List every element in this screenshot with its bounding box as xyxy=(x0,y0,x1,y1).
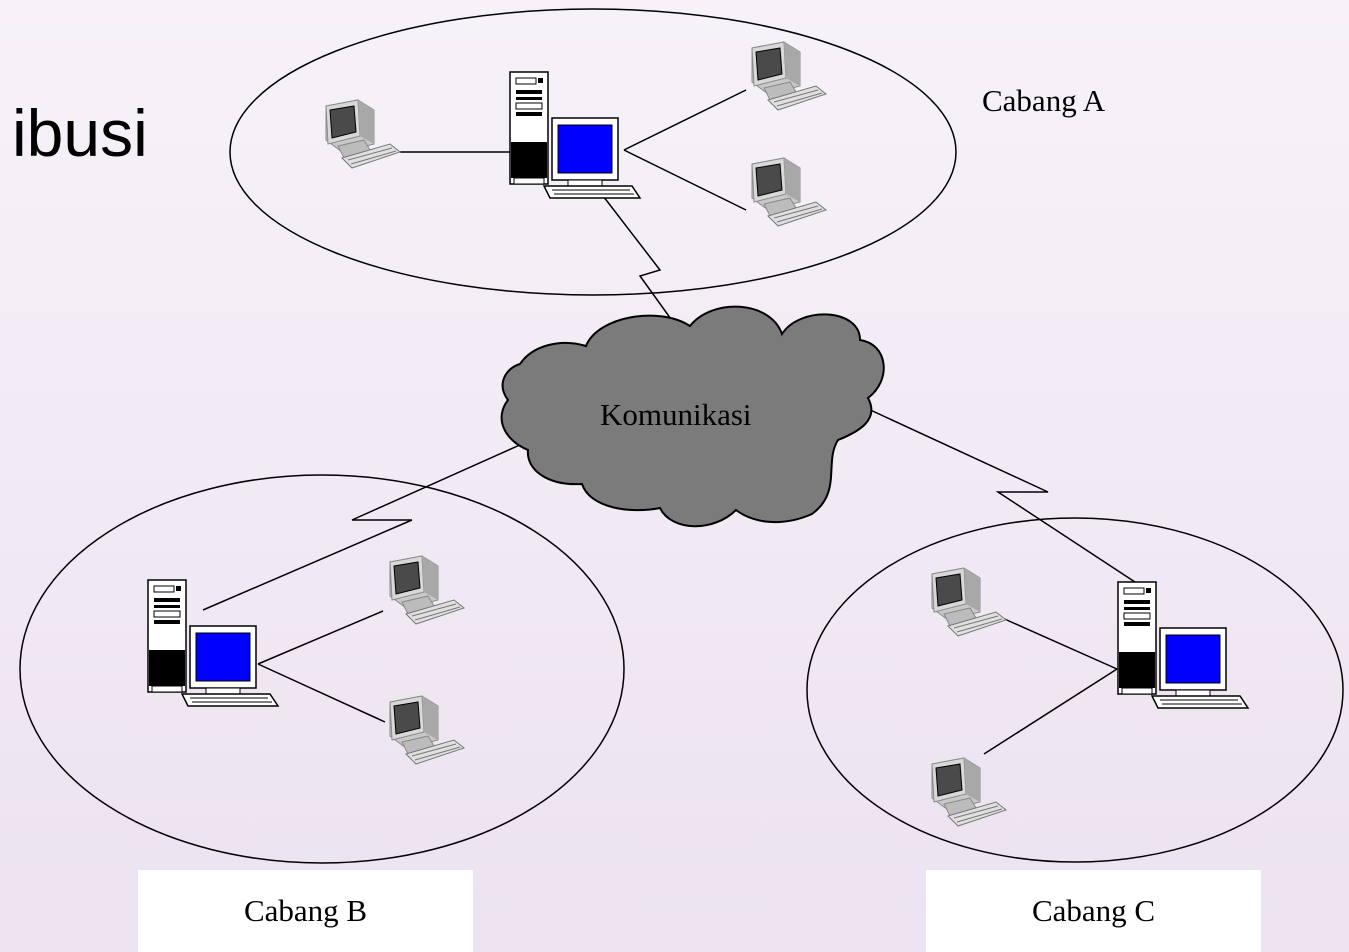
cloud-label: Komunikasi xyxy=(600,397,752,432)
link-b-cloud xyxy=(202,443,523,611)
link-a-cloud xyxy=(599,191,677,327)
server-icon xyxy=(1117,581,1249,709)
lan-b-2 xyxy=(257,663,386,723)
link-c-cloud xyxy=(865,407,1139,585)
communication-cloud xyxy=(500,305,885,528)
workstation-icon xyxy=(325,99,401,169)
lan-b-1 xyxy=(257,610,384,665)
lan-a-3 xyxy=(623,149,747,211)
branch-b-label: Cabang B xyxy=(243,893,368,928)
workstation-icon xyxy=(389,555,465,625)
branch-c-boundary xyxy=(806,517,1344,863)
workstation-icon xyxy=(931,567,1007,637)
lan-c-2 xyxy=(983,668,1118,755)
workstation-icon xyxy=(751,157,827,227)
slide-title: ibusi xyxy=(12,96,148,170)
workstation-icon xyxy=(389,695,465,765)
branch-c-label: Cabang C xyxy=(1031,893,1156,928)
lan-c-1 xyxy=(999,616,1118,670)
server-icon xyxy=(147,579,279,707)
workstation-icon xyxy=(751,41,827,111)
workstation-icon xyxy=(931,757,1007,827)
server-icon xyxy=(509,71,641,199)
branch-a-label: Cabang A xyxy=(982,83,1106,118)
lan-a-2 xyxy=(623,89,747,151)
branch-c-caption: Cabang C xyxy=(926,870,1261,952)
branch-b-caption: Cabang B xyxy=(138,870,473,952)
branch-a-boundary xyxy=(229,8,957,296)
branch-b-boundary xyxy=(19,474,625,864)
